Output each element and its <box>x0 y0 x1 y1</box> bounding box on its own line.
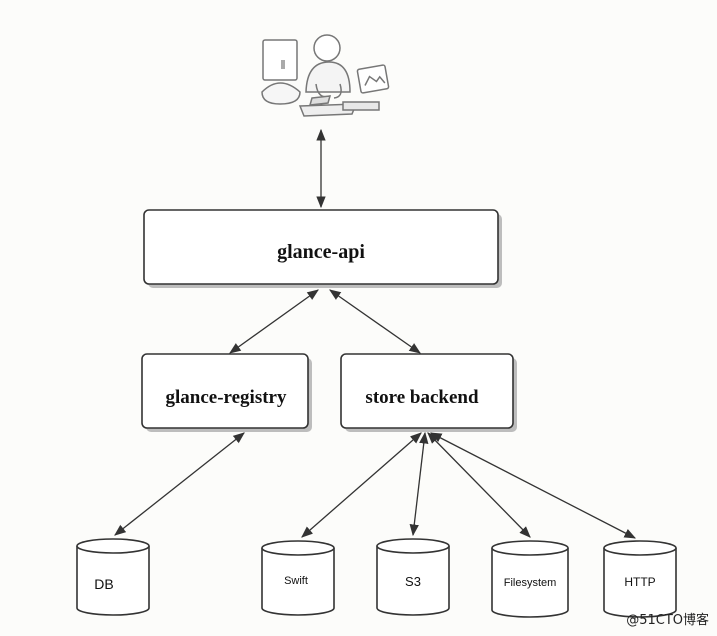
filesystem-storage-icon: Filesystem <box>491 540 569 618</box>
http-storage-icon: HTTP <box>603 540 677 618</box>
glance-api-label: glance-api <box>277 241 365 263</box>
connector-store-http <box>429 432 637 539</box>
db-storage-icon: DB <box>76 538 150 616</box>
connector-store-swift <box>301 432 422 538</box>
store-backend-label: store backend <box>365 387 479 408</box>
http-label: HTTP <box>624 575 655 589</box>
store-backend-box: store backend <box>340 353 517 432</box>
filesystem-label: Filesystem <box>504 577 557 589</box>
watermark: @51CTO博客 <box>626 613 709 628</box>
user-at-computer-icon <box>261 34 390 117</box>
swift-storage-icon: Swift <box>261 540 335 616</box>
glance-api-box: glance-api <box>143 209 502 288</box>
s3-label: S3 <box>405 574 421 589</box>
db-label: DB <box>94 576 113 592</box>
glance-registry-label: glance-registry <box>166 387 287 408</box>
connector-api-registry <box>229 289 319 354</box>
swift-label: Swift <box>284 575 308 587</box>
connector-api-store <box>329 289 421 354</box>
connector-registry-db <box>114 432 245 536</box>
connector-store-s3 <box>409 431 429 537</box>
connector-store-filesystem <box>427 432 531 538</box>
s3-storage-icon: S3 <box>376 538 450 616</box>
glance-registry-box: glance-registry <box>141 353 312 432</box>
